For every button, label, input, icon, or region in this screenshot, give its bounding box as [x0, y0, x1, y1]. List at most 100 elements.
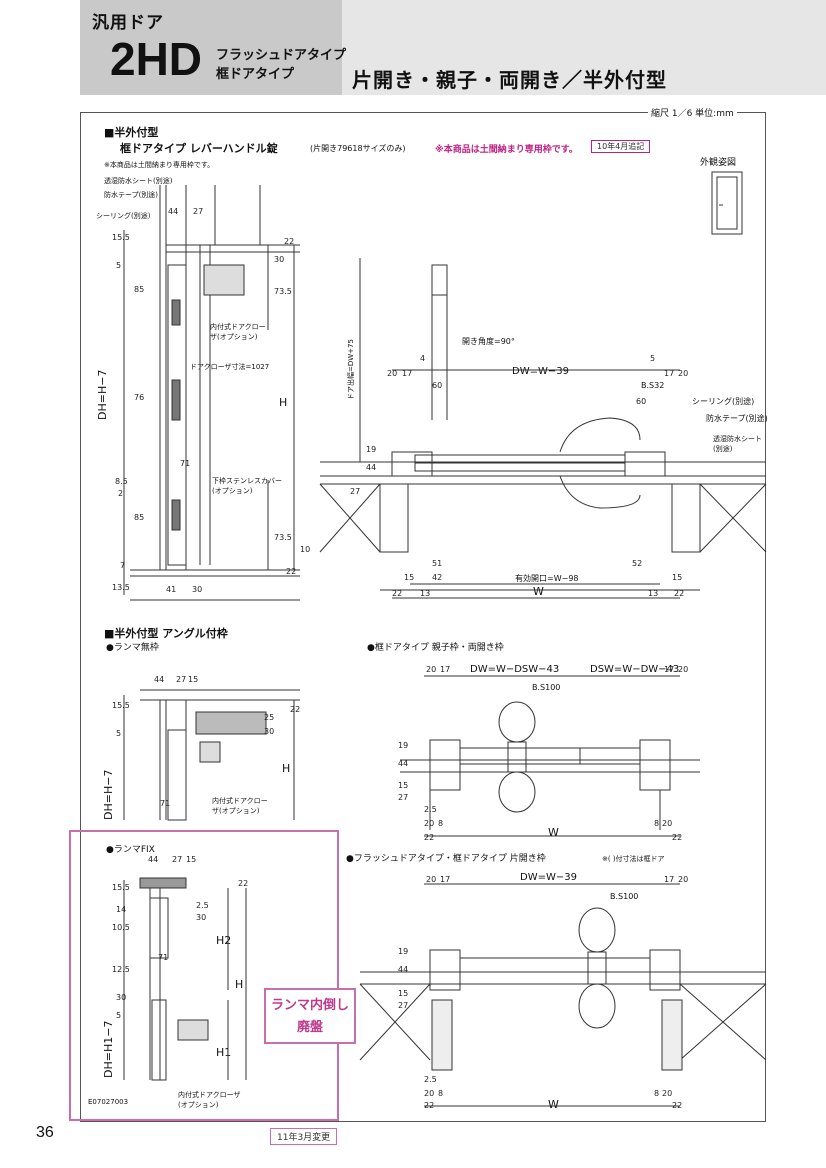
svg-text:20: 20 — [424, 819, 434, 828]
svg-text:20: 20 — [678, 369, 688, 378]
header-model: 2HD — [110, 33, 203, 85]
svg-text:17: 17 — [440, 875, 450, 884]
svg-text:2: 2 — [118, 489, 123, 498]
svg-text:10: 10 — [300, 545, 310, 554]
svg-text:13: 13 — [648, 589, 658, 598]
header-type-flush: フラッシュドアタイプ — [216, 48, 347, 63]
label-dh-section1: DH=H−7 — [96, 369, 109, 420]
section2-bs: B.S100 — [532, 683, 561, 692]
svg-text:15: 15 — [186, 855, 196, 864]
svg-text:27: 27 — [398, 793, 408, 802]
section3-h: H — [235, 978, 244, 991]
section1-subtitle: 框ドアタイプ レバーハンドル錠 — [120, 142, 278, 155]
svg-text:19: 19 — [398, 947, 408, 956]
svg-text:15.5: 15.5 — [112, 883, 130, 892]
header-band-left — [80, 0, 342, 95]
section2-w: W — [548, 826, 559, 839]
section3-closer: 内付式ドアクローザ(オプション) — [178, 1091, 241, 1109]
svg-text:5: 5 — [116, 261, 121, 270]
svg-text:15.5: 15.5 — [112, 233, 130, 242]
ranma-fix-highlight-box — [69, 830, 339, 1121]
label-w-section1: W — [533, 585, 544, 598]
section2-dsw: DSW=W−DW−43 — [590, 664, 680, 675]
svg-text:20: 20 — [662, 819, 672, 828]
svg-text:17: 17 — [440, 665, 450, 674]
svg-text:17: 17 — [664, 369, 674, 378]
svg-text:20: 20 — [426, 875, 436, 884]
section1-subtitle-note: (片開き79618サイズのみ) — [310, 144, 406, 153]
svg-text:73.5: 73.5 — [274, 533, 292, 542]
label-r-sheet: 透湿防水シート(別途) — [713, 435, 762, 453]
header-category: 汎用ドア — [92, 13, 164, 33]
exterior-view-icon — [711, 171, 743, 235]
label-effective-opening: 有効開口=W−98 — [515, 574, 579, 583]
svg-text:30: 30 — [274, 255, 284, 264]
section3-h1: H1 — [216, 1046, 232, 1059]
svg-text:22: 22 — [290, 705, 300, 714]
header-band-right — [342, 0, 826, 95]
svg-text:22: 22 — [284, 237, 294, 246]
svg-text:52: 52 — [632, 559, 642, 568]
svg-text:30: 30 — [264, 727, 274, 736]
svg-text:20: 20 — [662, 1089, 672, 1098]
section3-sub-a: ●ランマFIX — [106, 845, 155, 855]
svg-text:30: 30 — [196, 913, 206, 922]
svg-text:51: 51 — [432, 559, 442, 568]
svg-text:10.5: 10.5 — [112, 923, 130, 932]
label-sheet: 透湿防水シート(別途) — [104, 177, 173, 185]
svg-text:25: 25 — [264, 713, 274, 722]
svg-text:8.5: 8.5 — [115, 477, 128, 486]
svg-text:44: 44 — [148, 855, 158, 864]
svg-text:44: 44 — [366, 463, 376, 472]
svg-text:22: 22 — [286, 567, 296, 576]
svg-text:15.5: 15.5 — [112, 701, 130, 710]
svg-text:44: 44 — [398, 759, 408, 768]
drawing-frame — [80, 112, 766, 1122]
section2-dh: DH=H−7 — [102, 769, 115, 820]
section2-heading: ■半外付型 アングル付枠 — [104, 627, 228, 640]
svg-text:8: 8 — [438, 819, 443, 828]
svg-text:13.5: 13.5 — [112, 583, 130, 592]
section2-sub-a: ●ランマ無枠 — [106, 643, 159, 653]
svg-text:30: 30 — [116, 993, 126, 1002]
section1-warning: ※本商品は土間納まり専用枠です。 — [435, 145, 578, 155]
svg-text:15: 15 — [404, 573, 414, 582]
added-note-badge: 10年4月追記 — [591, 140, 651, 153]
svg-text:7: 7 — [120, 561, 125, 570]
svg-text:22: 22 — [238, 879, 248, 888]
section3-sub-b: ●フラッシュドアタイプ・框ドアタイプ 片開き枠 — [346, 854, 546, 864]
svg-text:8: 8 — [654, 819, 659, 828]
svg-text:22: 22 — [672, 833, 682, 842]
label-dw: DW=W−39 — [512, 366, 569, 377]
svg-text:17: 17 — [402, 369, 412, 378]
svg-text:30: 30 — [192, 585, 202, 594]
section3-w: W — [548, 1098, 559, 1111]
label-r-tape: 防水テープ(別途) — [706, 414, 768, 423]
label-stainless-cover: 下枠ステンレスカバー(オプション) — [212, 477, 282, 495]
svg-text:8: 8 — [654, 1089, 659, 1098]
svg-text:15: 15 — [398, 781, 408, 790]
svg-text:27: 27 — [193, 207, 203, 216]
svg-text:8: 8 — [438, 1089, 443, 1098]
svg-text:17: 17 — [664, 665, 674, 674]
svg-text:20: 20 — [678, 665, 688, 674]
section2-sub-b: ●框ドアタイプ 親子枠・両開き枠 — [367, 643, 504, 653]
svg-text:44: 44 — [168, 207, 178, 216]
svg-text:22: 22 — [392, 589, 402, 598]
svg-text:27: 27 — [176, 675, 186, 684]
section2-h: H — [282, 762, 291, 775]
svg-text:41: 41 — [166, 585, 176, 594]
section3-dw: DW=W−39 — [520, 872, 577, 883]
svg-text:71: 71 — [160, 799, 170, 808]
drawing-code: E07027003 — [88, 1098, 129, 1106]
svg-text:2.5: 2.5 — [424, 1075, 437, 1084]
svg-text:73.5: 73.5 — [274, 287, 292, 296]
svg-text:5: 5 — [116, 729, 121, 738]
svg-text:14: 14 — [116, 905, 126, 914]
exterior-view-label: 外観姿図 — [700, 158, 737, 168]
svg-text:27: 27 — [172, 855, 182, 864]
header-type-frame: 框ドアタイプ — [216, 67, 295, 82]
label-open-angle: 開き角度=90° — [462, 337, 515, 346]
svg-text:15: 15 — [188, 675, 198, 684]
